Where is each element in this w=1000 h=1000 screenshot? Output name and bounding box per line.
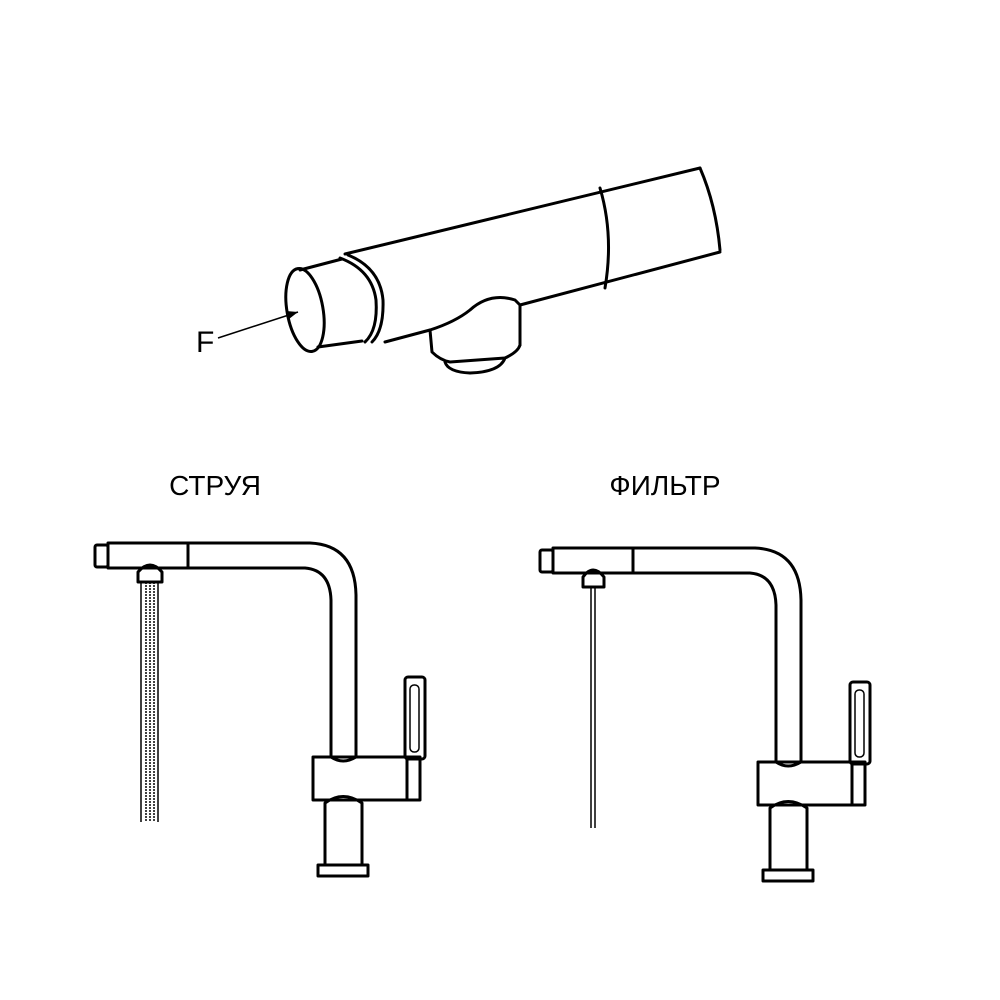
faucet-stream-mode [93,541,427,878]
detail-label-f: F [196,326,214,359]
mode-label-stream: СТРУЯ [169,470,261,501]
mode-label-filter: ФИЛЬТР [609,470,720,501]
water-stream-spray [140,582,159,822]
spout-head-detail: F [196,166,722,375]
water-stream-filter [590,587,596,828]
faucet-filter-mode [538,546,872,883]
